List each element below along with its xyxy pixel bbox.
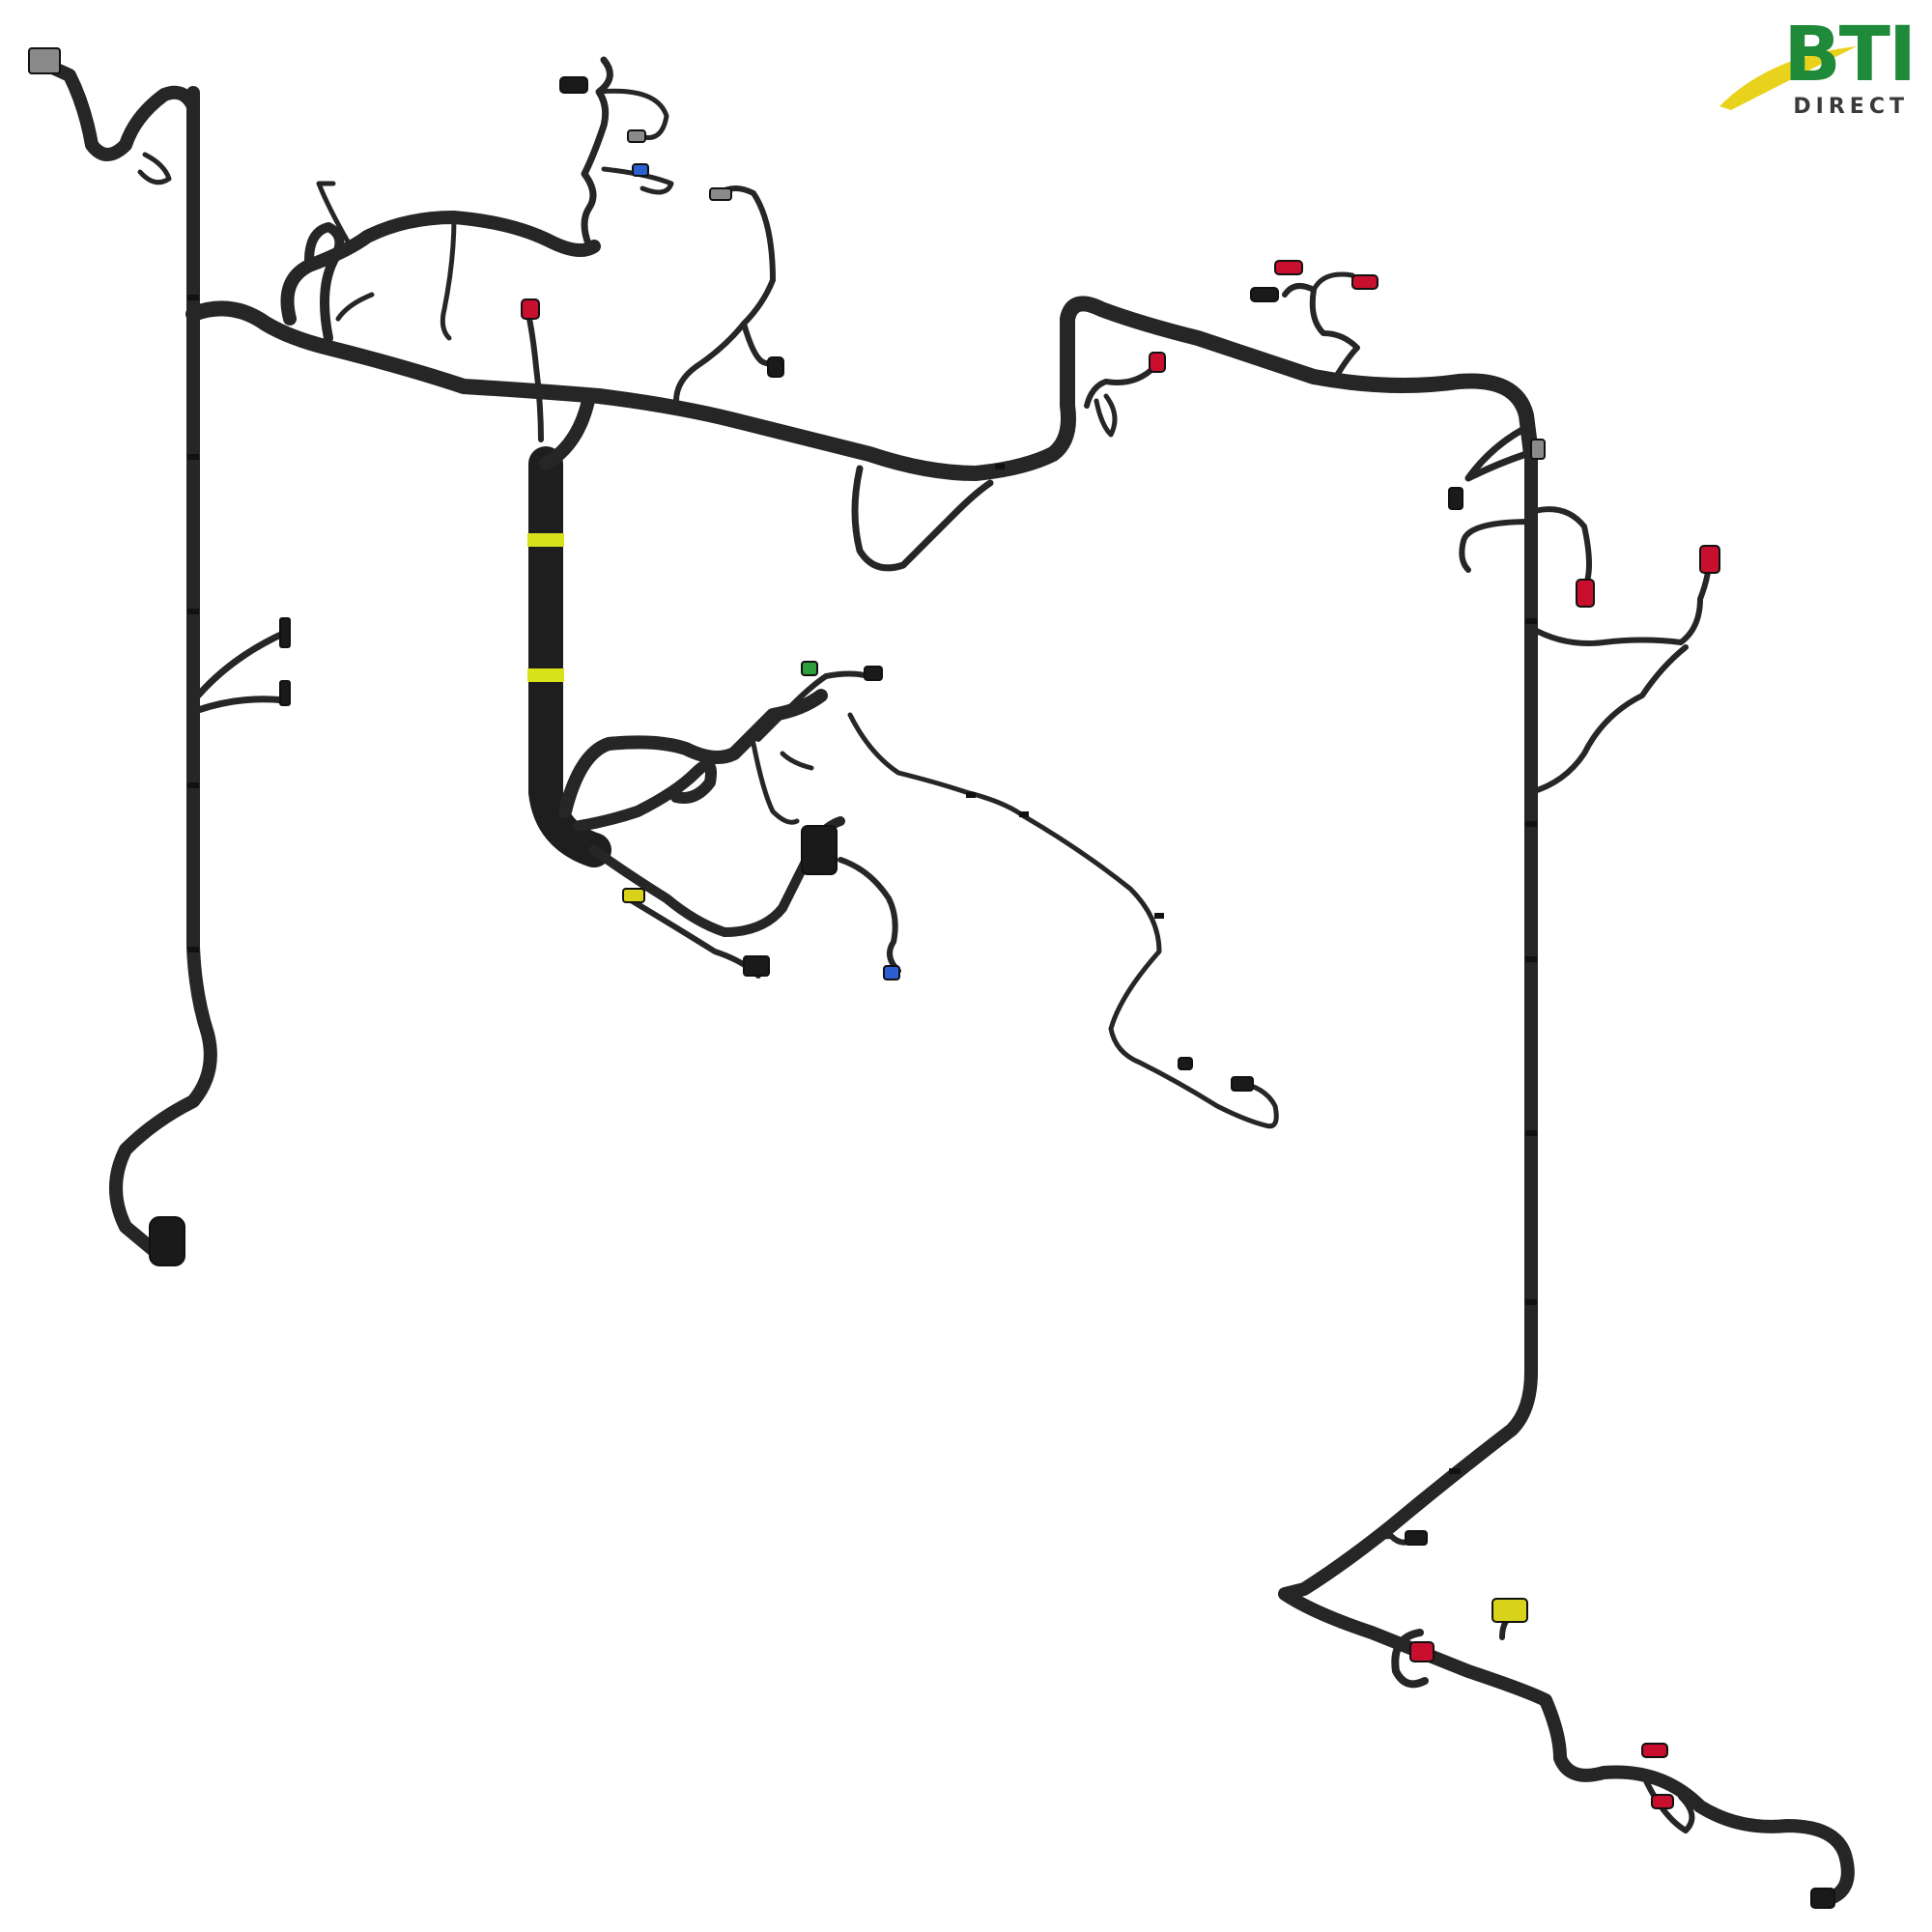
blue-connector-top-center: [632, 163, 649, 177]
upper-right-branch: [1084, 364, 1157, 409]
red-connector-top-right-b: [1351, 274, 1378, 290]
lower-center-loop-2: [574, 759, 717, 832]
logo-brand-text: BTI: [1783, 12, 1917, 99]
gray-connector-top-left: [28, 47, 61, 74]
black-connector-left-fork-lower: [279, 680, 291, 706]
upper-right-small-loop: [1094, 393, 1118, 438]
right-side-branch-d: [1528, 644, 1689, 795]
red-connector-bottom-right: [1409, 1641, 1435, 1662]
black-connector-left-fork-upper: [279, 617, 291, 648]
upper-left-loop: [280, 211, 601, 326]
top-center-side-wire: [596, 88, 669, 140]
center-vertical-branch: [526, 316, 544, 442]
red-connector-bottom-tail-a: [1641, 1743, 1668, 1758]
blue-connector-lower-center: [883, 965, 900, 980]
upper-left-inner-loop: [304, 222, 345, 343]
right-side-branch-c: [1528, 548, 1713, 646]
black-connector-top-center: [559, 76, 588, 94]
top-left-loop-cable: [42, 59, 200, 161]
red-connector-right-c: [1699, 545, 1720, 574]
black-connector-bottom-tail-end: [1810, 1888, 1835, 1909]
conduit-band-upper: [527, 533, 564, 547]
lower-center-big-loop: [558, 689, 828, 818]
yellow-connector-bottom-right: [1492, 1598, 1528, 1623]
bottom-red-connector-loop: [1391, 1629, 1429, 1689]
green-connector-lower-center: [801, 661, 818, 676]
conduit-band-lower: [527, 668, 564, 682]
right-side-branch-a: [1528, 506, 1592, 592]
lower-center-branch-right: [838, 857, 901, 974]
left-fork-upper: [194, 629, 289, 699]
black-connector-long-branch: [1231, 1076, 1254, 1092]
black-connector-right-wedge: [1530, 439, 1546, 460]
red-connector-bottom-tail-b: [1651, 1794, 1674, 1809]
lower-center-right-wire: [755, 670, 872, 742]
red-connector-right-a: [1576, 579, 1595, 608]
upper-branch-wire-a: [316, 181, 351, 244]
gray-connector-mid-ring: [709, 187, 732, 201]
upper-branch-wire-b: [440, 214, 457, 341]
mid-branch-to-ring: [673, 185, 776, 404]
red-connector-upper-right: [1149, 352, 1166, 373]
black-connector-mid-ring: [767, 356, 784, 378]
cable-clips: [187, 295, 1537, 1474]
logo-tagline-text: DIRECT: [1793, 95, 1909, 119]
red-connector-upper-center: [521, 298, 540, 320]
top-left-small-loop: [137, 152, 172, 185]
lower-center-hook-wire: [780, 751, 814, 771]
lower-center-yellow-wire: [625, 895, 761, 979]
red-connector-top-right-a: [1274, 260, 1303, 275]
black-connector-lower-center-b: [864, 666, 883, 681]
bti-direct-logo: BTI DIRECT: [1712, 12, 1917, 124]
white-connector-top-center: [627, 129, 646, 143]
right-upper-wedge: [1464, 421, 1535, 482]
yellow-connector-lower-center: [622, 888, 645, 903]
black-connector-lower-center-c: [743, 955, 770, 977]
black-connector-right-b: [1448, 487, 1463, 510]
main-upper-trunk: [185, 296, 1539, 481]
lower-center-thin-wire: [751, 741, 800, 825]
bottom-right-tail-loop: [1639, 1770, 1695, 1833]
upper-right-cluster: [1282, 283, 1360, 384]
black-connector-bottom-right-a: [1405, 1530, 1428, 1546]
upper-branch-ring: [335, 292, 375, 322]
left-trunk-cable: [109, 86, 217, 1258]
mid-branch-connector-wire: [741, 321, 776, 368]
right-trunk-cable: [1278, 447, 1855, 1905]
black-connector-large-lower: [801, 825, 838, 875]
black-connector-long-branch-b: [1178, 1057, 1193, 1070]
left-fork-lower: [194, 696, 289, 714]
black-connector-top-right-c: [1250, 287, 1279, 302]
black-connector-bottom-left: [149, 1216, 185, 1266]
center-conduit-top-loop: [539, 389, 596, 470]
top-center-wire-2: [601, 166, 674, 195]
logo-swoosh-icon: [1719, 46, 1857, 110]
long-branch-to-right: [847, 712, 1279, 1129]
drop-loop-890: [851, 465, 994, 572]
center-conduit: [528, 446, 611, 867]
right-side-branch-b: [1459, 519, 1534, 573]
